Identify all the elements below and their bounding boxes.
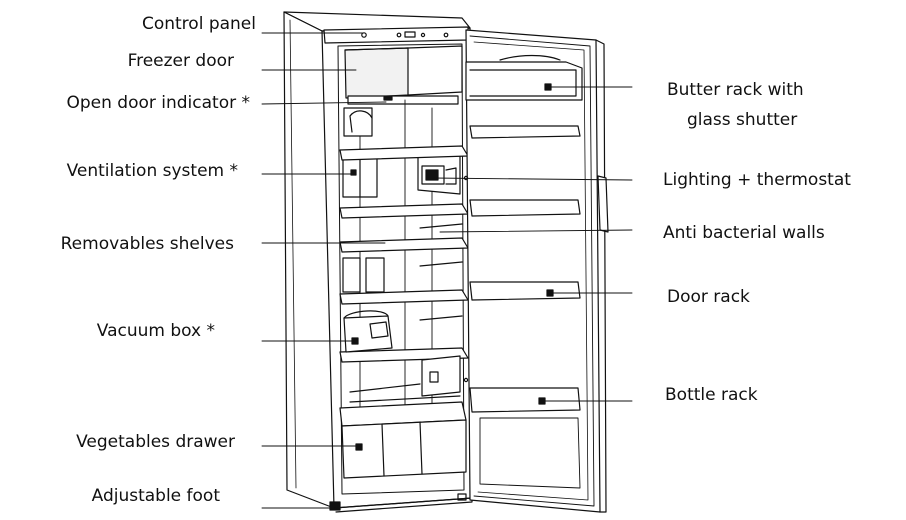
- label-door-rack: Door rack: [667, 287, 750, 307]
- label-bottle-rack: Bottle rack: [665, 385, 758, 405]
- lower-unit: [349, 355, 461, 403]
- label-control-panel: Control panel: [141, 14, 256, 34]
- leader-lines: [261, 32, 633, 509]
- label-butter-rack-line2: glass shutter: [687, 110, 798, 130]
- label-anti-bacterial-walls: Anti bacterial walls: [663, 223, 825, 243]
- label-adjustable-foot: Adjustable foot: [91, 486, 220, 506]
- freezer-compartment: [344, 45, 463, 105]
- cabinet-body: [283, 11, 473, 509]
- label-open-door-indicator: Open door indicator *: [66, 93, 250, 113]
- shelves: [339, 145, 469, 363]
- feet: [329, 493, 473, 513]
- label-ventilation-system: Ventilation system *: [66, 161, 238, 181]
- label-freezer-door: Freezer door: [127, 51, 234, 71]
- ventilation-unit: [342, 107, 378, 198]
- label-vegetables-drawer: Vegetables drawer: [76, 432, 235, 452]
- label-lighting-thermostat: Lighting + thermostat: [663, 170, 851, 190]
- vacuum-box-unit: [343, 310, 393, 353]
- door: [463, 29, 609, 513]
- vegetable-drawer: [339, 401, 467, 479]
- label-vacuum-box: Vacuum box *: [96, 321, 215, 341]
- label-butter-rack-line1: Butter rack with: [667, 80, 804, 100]
- lighting-unit: [417, 147, 461, 195]
- label-removable-shelves: Removables shelves: [60, 234, 234, 254]
